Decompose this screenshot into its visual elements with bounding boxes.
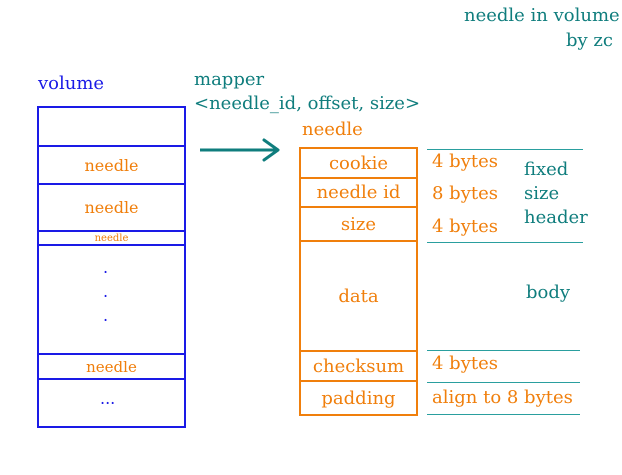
needle-field-label: cookie (328, 152, 389, 174)
size-needle-id: 8 bytes (432, 183, 498, 204)
separator-line (427, 149, 583, 150)
needle-field-data: data (299, 240, 418, 352)
volume-ellipsis: ... (100, 389, 116, 408)
needle-field-label: checksum (312, 355, 405, 377)
size-padding: align to 8 bytes (432, 387, 573, 408)
volume-dot: . (103, 282, 109, 301)
volume-needle-label: needle (84, 198, 139, 217)
volume-needle-segment-small: needle (37, 230, 186, 246)
separator-line (427, 350, 580, 351)
group-header-label-3: header (524, 207, 588, 228)
mapper-tuple: <needle_id, offset, size> (194, 93, 421, 114)
volume-dot: . (103, 258, 109, 277)
volume-needle-label: needle (86, 357, 137, 376)
needle-field-cookie: cookie (299, 147, 418, 179)
volume-needle-label: needle (94, 232, 129, 244)
separator-line (427, 414, 580, 415)
volume-needle-segment: needle (37, 145, 186, 185)
group-header-label-2: size (524, 183, 560, 204)
size-cookie: 4 bytes (432, 151, 498, 172)
separator-line (427, 382, 580, 383)
needle-field-needle-id: needle id (299, 177, 418, 208)
separator-line (427, 242, 583, 243)
volume-needle-segment: needle (37, 183, 186, 232)
volume-needle-label: needle (84, 155, 139, 175)
size-size: 4 bytes (432, 216, 498, 237)
size-checksum: 4 bytes (432, 353, 498, 374)
group-body-label: body (526, 282, 571, 303)
volume-needle-segment: needle (37, 353, 186, 380)
needle-label: needle (302, 119, 363, 140)
volume-box (37, 106, 186, 428)
diagram-title-line2: by zc (566, 30, 613, 51)
needle-field-label: needle id (316, 182, 401, 203)
needle-field-label: padding (321, 387, 396, 409)
mapper-label: mapper (194, 69, 265, 90)
volume-label: volume (38, 73, 105, 94)
needle-field-label: data (338, 285, 379, 307)
mapper-arrow-icon (200, 138, 280, 162)
diagram-title-line1: needle in volume (464, 5, 620, 26)
group-header-label-1: fixed (524, 159, 569, 180)
needle-field-size: size (299, 206, 418, 242)
needle-field-padding: padding (299, 380, 418, 416)
needle-field-label: size (340, 213, 377, 235)
needle-field-checksum: checksum (299, 350, 418, 382)
volume-dot: . (103, 306, 109, 325)
